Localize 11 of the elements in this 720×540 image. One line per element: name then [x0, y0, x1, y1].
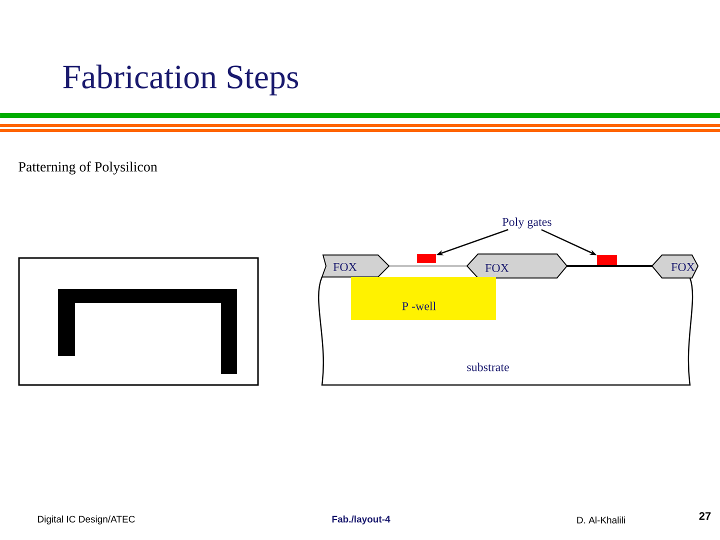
subtitle: Patterning of Polysilicon — [18, 162, 158, 174]
p-well-region: P -well — [351, 277, 496, 320]
field-oxide: FOX — [321, 254, 390, 278]
callout-text: Poly gates — [502, 218, 552, 228]
footer-text: D. Al-Khalili — [577, 516, 625, 524]
page-number: 27 — [699, 512, 711, 520]
poly-gate — [597, 255, 617, 265]
footer-text: Digital IC Design/ATEC — [38, 516, 135, 524]
poly-gate — [417, 254, 436, 263]
footer-text: Fab./layout-4 — [332, 516, 390, 524]
slide-title: Fabrication Steps — [63, 64, 298, 96]
